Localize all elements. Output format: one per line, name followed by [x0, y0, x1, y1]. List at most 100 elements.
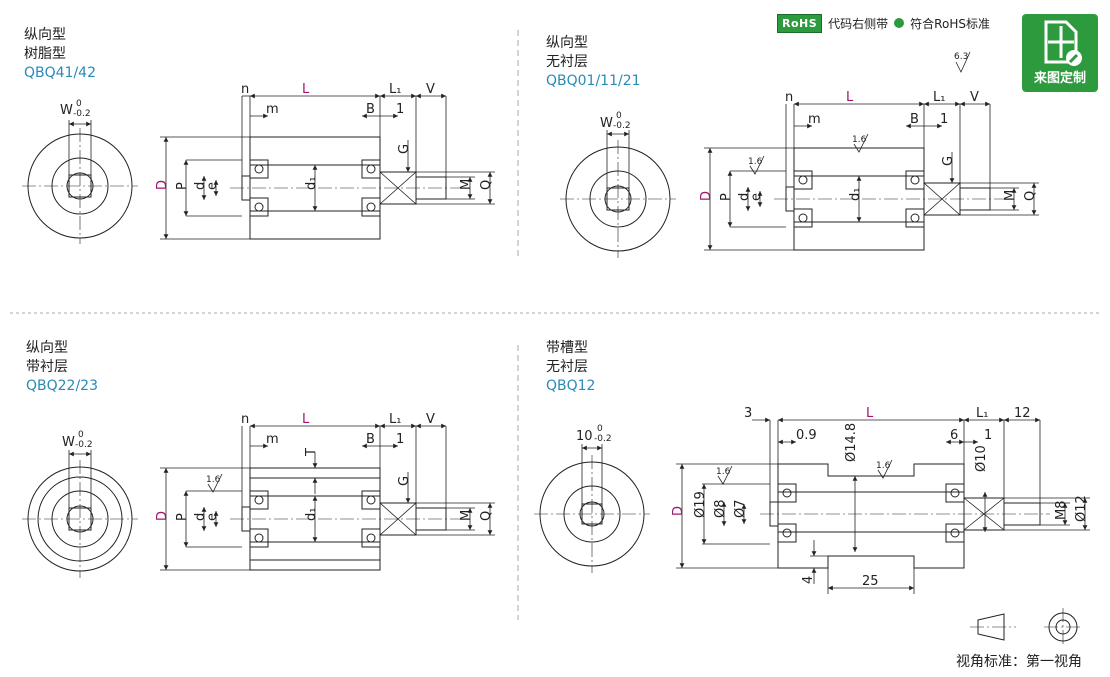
svg-text:M8: M8	[1054, 501, 1069, 521]
section2-side-view: n L L₁ V m B 1 1.6 1.6 D P d e d₁ G M Q	[699, 90, 1039, 251]
svg-text:0: 0	[76, 99, 82, 109]
svg-text:-0.2: -0.2	[594, 434, 612, 444]
svg-text:m: m	[266, 102, 279, 117]
svg-text:L₁: L₁	[933, 90, 945, 105]
svg-text:1.6: 1.6	[876, 461, 891, 471]
svg-text:6: 6	[950, 428, 958, 443]
section4-end-view: 10 0 -0.2	[534, 424, 650, 573]
svg-text:25: 25	[862, 574, 879, 589]
svg-text:L₁: L₁	[389, 412, 401, 427]
svg-text:0.9: 0.9	[796, 428, 817, 443]
svg-text:Q: Q	[479, 180, 494, 190]
svg-text:-0.2: -0.2	[75, 440, 93, 450]
svg-text:M: M	[459, 179, 474, 190]
svg-text:d₁: d₁	[304, 177, 319, 190]
svg-text:Ø19: Ø19	[693, 491, 708, 518]
document-edit-icon	[1044, 20, 1082, 66]
svg-text:W: W	[60, 103, 73, 118]
svg-text:10: 10	[576, 429, 593, 444]
svg-text:D: D	[155, 180, 170, 190]
svg-text:B: B	[366, 102, 375, 117]
svg-text:Ø8: Ø8	[713, 499, 728, 518]
svg-text:M: M	[459, 510, 474, 521]
svg-text:L: L	[302, 412, 310, 427]
svg-text:M: M	[1003, 190, 1018, 201]
svg-text:V: V	[426, 82, 435, 97]
svg-text:V: V	[970, 90, 979, 105]
svg-text:4: 4	[801, 576, 816, 584]
svg-text:n: n	[785, 90, 793, 105]
svg-text:d: d	[737, 193, 752, 201]
svg-text:G: G	[397, 144, 412, 154]
svg-text:W: W	[600, 116, 613, 131]
svg-text:1: 1	[396, 432, 404, 447]
svg-text:Q: Q	[1023, 191, 1038, 201]
svg-text:B: B	[366, 432, 375, 447]
svg-text:d₁: d₁	[848, 188, 863, 201]
svg-text:L: L	[866, 406, 874, 421]
roughness-symbol: 6.3	[954, 51, 971, 73]
svg-text:1.6: 1.6	[748, 157, 763, 167]
svg-text:L₁: L₁	[389, 82, 401, 97]
first-angle-projection-icon	[970, 608, 1082, 646]
svg-text:D: D	[671, 506, 686, 516]
svg-text:n: n	[241, 82, 249, 97]
svg-text:-0.2: -0.2	[73, 109, 91, 119]
section3-side-view: n L L₁ V m B 1 T 1.6 D P d e d₁ G M Q	[155, 412, 495, 571]
svg-text:G: G	[397, 476, 412, 486]
svg-text:P: P	[175, 513, 190, 521]
svg-text:d₁: d₁	[304, 508, 319, 521]
svg-text:V: V	[426, 412, 435, 427]
svg-text:Ø12: Ø12	[1074, 495, 1089, 522]
svg-text:Q: Q	[479, 511, 494, 521]
section3-end-view: W 0 -0.2	[22, 430, 138, 578]
svg-text:e: e	[205, 182, 220, 190]
svg-text:1: 1	[940, 112, 948, 127]
rohs-note: RoHS 代码右侧带 符合RoHS标准	[777, 12, 990, 34]
svg-text:m: m	[808, 112, 821, 127]
svg-text:B: B	[910, 112, 919, 127]
svg-text:G: G	[941, 156, 956, 166]
svg-text:e: e	[749, 193, 764, 201]
svg-text:D: D	[699, 191, 714, 201]
svg-text:1: 1	[984, 428, 992, 443]
view-standard-label: 视角标准：第一视角	[956, 654, 1082, 670]
svg-text:n: n	[241, 412, 249, 427]
svg-text:Ø10: Ø10	[974, 445, 989, 472]
svg-text:d: d	[193, 182, 208, 190]
svg-text:0: 0	[616, 111, 622, 121]
svg-text:1.6: 1.6	[852, 135, 867, 145]
custom-drawing-button[interactable]: 来图定制	[1022, 14, 1098, 92]
rohs-badge: RoHS	[777, 13, 823, 33]
svg-text:3: 3	[744, 406, 752, 421]
svg-text:m: m	[266, 432, 279, 447]
section1-side-view: n L L₁ V m B 1 D P d e d₁ G M Q	[155, 82, 495, 240]
svg-text:D: D	[155, 511, 170, 521]
svg-text:0: 0	[597, 424, 603, 434]
svg-text:Ø14.8: Ø14.8	[844, 423, 859, 462]
svg-text:L: L	[302, 82, 310, 97]
svg-text:0: 0	[78, 430, 84, 440]
svg-text:1.6: 1.6	[716, 467, 731, 477]
svg-text:d: d	[193, 513, 208, 521]
svg-text:Ø7: Ø7	[733, 499, 748, 518]
svg-text:L: L	[846, 90, 854, 105]
svg-text:12: 12	[1014, 406, 1031, 421]
svg-text:W: W	[62, 435, 75, 450]
svg-text:T: T	[304, 448, 319, 457]
rohs-dot-icon	[894, 18, 905, 28]
svg-text:P: P	[175, 182, 190, 190]
svg-text:-0.2: -0.2	[613, 121, 631, 131]
svg-text:1.6: 1.6	[206, 475, 221, 485]
section4-side-view: 3 L L₁ 12 0.9 6 1 Ø14.8 1.6 1.6 Ø10 D Ø1…	[671, 406, 1090, 594]
section1-end-view: W 0 -0.2	[22, 99, 138, 244]
svg-text:L₁: L₁	[976, 406, 988, 421]
svg-text:e: e	[205, 513, 220, 521]
svg-text:1: 1	[396, 102, 404, 117]
svg-text:6.3: 6.3	[954, 52, 968, 62]
section2-end-view: W 0 -0.2	[560, 111, 676, 258]
